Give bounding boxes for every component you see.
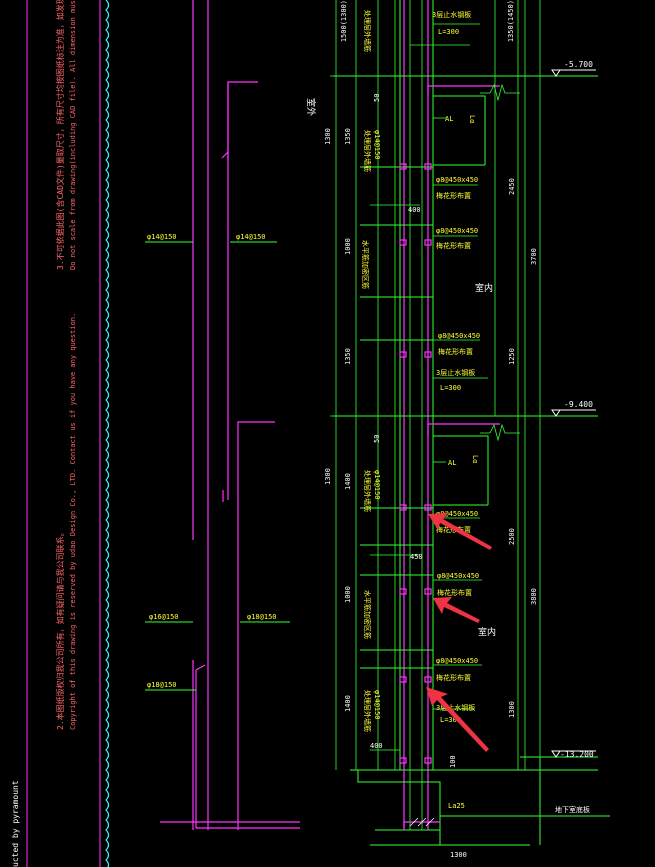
vlabel-2: φ14@150 bbox=[373, 130, 381, 160]
tie-6: φ8@450x450 bbox=[436, 657, 478, 665]
dim-3800: 3800 bbox=[530, 588, 538, 605]
vertical-labels: 处理层外墙筋 φ14@150 水平筋加密区筋 处理层外墙筋 处理层外墙筋 φ14… bbox=[361, 10, 381, 732]
tie-1-desc: 梅花形布置 bbox=[436, 191, 471, 200]
l300-c: L=300 bbox=[440, 716, 461, 724]
room-labels: 室外 室内 室内 地下室底板 bbox=[305, 98, 590, 814]
callout-leaders bbox=[433, 23, 488, 710]
room-outside: 室外 bbox=[305, 98, 317, 116]
tie-2-desc: 梅花形布置 bbox=[436, 241, 471, 250]
left-rebar-leaders bbox=[145, 241, 290, 691]
elevation-middle: -9.400 bbox=[564, 400, 593, 409]
dim-2500: 2500 bbox=[508, 528, 516, 545]
left-rebar-elevation bbox=[160, 0, 300, 830]
dimension-texts: 1500(1300) 1300 1350 50 1000 1350 1300 5… bbox=[324, 0, 538, 859]
al-lower: AL bbox=[448, 459, 456, 467]
arrow-3-icon bbox=[426, 687, 489, 752]
vlabel-9: φ14@150 bbox=[373, 690, 381, 720]
dim-1350top: 1350(1450) bbox=[507, 0, 515, 42]
tie-5-desc: 梅花形布置 bbox=[437, 588, 472, 597]
l300-b: L=300 bbox=[440, 384, 461, 392]
dim-2450: 2450 bbox=[508, 178, 516, 195]
elevation-labels: -5.700 -9.400 -13.200 bbox=[560, 60, 594, 759]
label-left-upper-a: φ14@150 bbox=[147, 233, 177, 241]
vlabel-4: 处理层外墙筋 bbox=[363, 130, 372, 172]
vlabel-3: 水平筋加密区筋 bbox=[361, 240, 370, 289]
room-basement-floor: 地下室底板 bbox=[555, 805, 590, 814]
vlabel-8: 处理层外墙筋 bbox=[363, 690, 372, 732]
tie-6-desc: 梅花形布置 bbox=[436, 673, 471, 682]
elevation-bottom: -13.200 bbox=[560, 750, 594, 759]
tie-4: φ8@450x450 bbox=[436, 510, 478, 518]
dim-450: 450 bbox=[410, 553, 423, 561]
note2-cn: 2.本图纸版权归我公司所有，如有疑问请与我公司联系。 bbox=[55, 528, 65, 730]
dim-50b: 50 bbox=[373, 435, 381, 443]
dim-400a: 400 bbox=[408, 206, 421, 214]
dim-1000b: 1000 bbox=[344, 586, 352, 603]
note2-en: Copyright of this drawing is reserved by… bbox=[69, 313, 77, 730]
dim-1400b: 1400 bbox=[344, 695, 352, 712]
tie-2: φ8@450x450 bbox=[436, 227, 478, 235]
lo-lower: Lα bbox=[471, 455, 479, 463]
u-bar-lower: 3层止水钢板 bbox=[436, 703, 475, 712]
annotation-arrows bbox=[426, 513, 492, 752]
dim-1000a: 1000 bbox=[344, 238, 352, 255]
lo-upper: Lα bbox=[468, 115, 476, 123]
dim-100: 100 bbox=[449, 755, 457, 768]
footer-text: ucted by pyramount bbox=[11, 780, 20, 867]
al-upper: AL bbox=[445, 115, 453, 123]
note3-en: Do not scale from drawing(including CAD … bbox=[69, 0, 77, 270]
label-left-lower-a: φ16@150 bbox=[149, 613, 179, 621]
tie-5: φ8@450x450 bbox=[437, 572, 479, 580]
label-left-upper-b: φ14@150 bbox=[236, 233, 266, 241]
vlabel-7: 水平筋加密区筋 bbox=[363, 590, 372, 639]
dim-1350b: 1350 bbox=[344, 348, 352, 365]
dim-1300b: 1300 bbox=[324, 468, 332, 485]
dim-1250: 1250 bbox=[508, 348, 516, 365]
left-rebar-labels: φ14@150 φ14@150 φ16@150 φ18@150 φ18@150 bbox=[147, 233, 277, 689]
tie-3: φ8@450x450 bbox=[438, 332, 480, 340]
room-inside-upper: 室内 bbox=[475, 282, 493, 294]
callout-labels: AL Lα AL Lα 3层止水钢板 L=300 3层止水钢板 L=300 φ8… bbox=[432, 10, 480, 810]
dim-1300d: 1300 bbox=[450, 851, 467, 859]
dim-1500: 1500(1300) bbox=[340, 0, 348, 42]
arrow-2-icon bbox=[433, 597, 480, 623]
arrow-1-icon bbox=[428, 513, 492, 550]
dim-50a: 50 bbox=[373, 94, 381, 102]
tie-1: φ8@450x450 bbox=[436, 176, 478, 184]
sheet-border bbox=[26, 0, 110, 867]
l300-a: L=300 bbox=[438, 28, 459, 36]
tie-3-desc: 梅花形布置 bbox=[438, 347, 473, 356]
vlabel-6: φ14@150 bbox=[373, 470, 381, 500]
la25: La25 bbox=[448, 802, 465, 810]
elevation-markers bbox=[551, 69, 596, 758]
label-left-lower-c: φ18@150 bbox=[147, 681, 177, 689]
dim-1400a: 1400 bbox=[344, 473, 352, 490]
room-inside-lower: 室内 bbox=[478, 626, 496, 638]
note3-cn: 3.不可依据此图(含CAD文件)量取尺寸，所有尺寸均按图纸标注为准，如发现 bbox=[55, 0, 65, 270]
label-left-lower-b: φ18@150 bbox=[247, 613, 277, 621]
u-bar-mid: 3层止水钢板 bbox=[436, 368, 475, 377]
dim-1350a: 1350 bbox=[344, 128, 352, 145]
dim-400b: 400 bbox=[370, 742, 383, 750]
dim-3700: 3700 bbox=[530, 248, 538, 265]
dim-1300c: 1300 bbox=[508, 701, 516, 718]
u-bar-upper: 3层止水钢板 bbox=[432, 10, 471, 19]
vlabel-1: 处理层外墙筋 bbox=[363, 10, 372, 52]
dim-1300a: 1300 bbox=[324, 128, 332, 145]
dimension-lines bbox=[330, 0, 560, 770]
elevation-top: -5.700 bbox=[564, 60, 593, 69]
notes-block: 3.不可依据此图(含CAD文件)量取尺寸，所有尺寸均按图纸标注为准，如发现 Do… bbox=[11, 0, 77, 867]
vlabel-5: 处理层外墙筋 bbox=[363, 470, 372, 512]
wavy-border bbox=[105, 0, 110, 867]
